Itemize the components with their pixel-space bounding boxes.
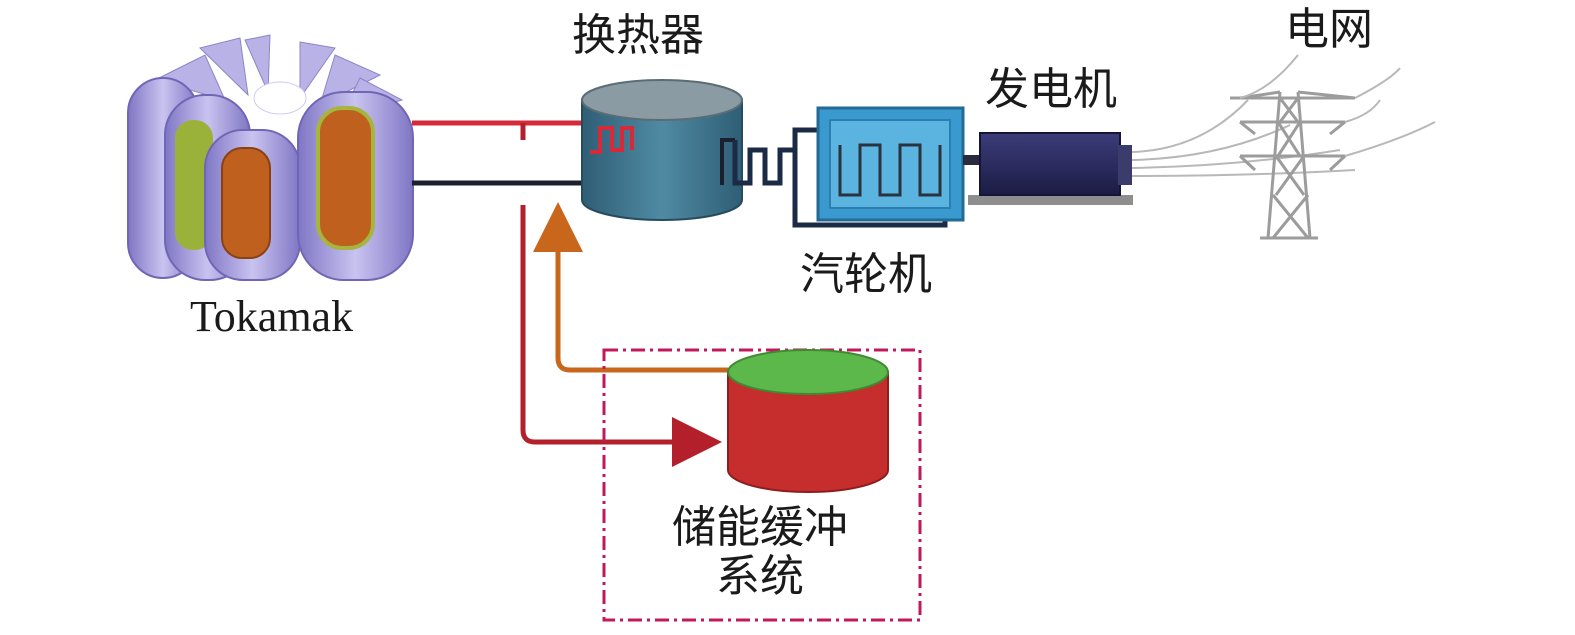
steam-pipe bbox=[732, 127, 822, 186]
heat-exchanger-top bbox=[581, 79, 743, 121]
tokamak-core-left bbox=[221, 147, 271, 259]
tokamak-device bbox=[127, 34, 414, 281]
storage-tank bbox=[727, 349, 889, 493]
storage-return-line bbox=[533, 202, 728, 373]
grid-overhead-lines bbox=[1239, 54, 1436, 157]
turbine-label: 汽轮机 bbox=[800, 249, 932, 300]
storage-label-line1: 储能缓冲 bbox=[672, 502, 848, 553]
storage-feed-line bbox=[520, 205, 722, 467]
heat-exchanger-hot-coil bbox=[590, 126, 634, 154]
storage-branch-lines bbox=[520, 123, 728, 467]
grid-label: 电网 bbox=[1285, 4, 1373, 55]
storage-label-line2: 系统 bbox=[716, 551, 804, 603]
generator-base bbox=[968, 195, 1133, 205]
storage-system-label: 储能缓冲 系统 bbox=[655, 503, 865, 602]
generator-body bbox=[979, 132, 1121, 196]
tokamak-green-ring bbox=[175, 120, 213, 250]
turbine-inner bbox=[829, 119, 951, 209]
heat-exchanger bbox=[581, 79, 743, 221]
grid-feed-wires bbox=[1131, 99, 1356, 177]
steam-turbine bbox=[816, 106, 965, 222]
storage-tank-top bbox=[727, 349, 889, 395]
generator bbox=[968, 132, 1133, 205]
storage-system-boundary bbox=[602, 348, 922, 622]
turbine-shaft bbox=[963, 155, 983, 165]
tokamak-label: Tokamak bbox=[190, 292, 354, 341]
generator-endcap bbox=[1118, 145, 1132, 185]
tokamak-plasma-core bbox=[253, 81, 307, 115]
turbine-coil bbox=[838, 143, 942, 197]
generator-label: 发电机 bbox=[985, 64, 1117, 115]
tokamak-core-right bbox=[316, 106, 375, 250]
storage-tank-body bbox=[727, 371, 889, 493]
transmission-tower bbox=[1230, 90, 1356, 240]
heat-exchanger-label: 换热器 bbox=[572, 10, 704, 61]
heat-exchanger-cold-coil bbox=[720, 138, 735, 185]
